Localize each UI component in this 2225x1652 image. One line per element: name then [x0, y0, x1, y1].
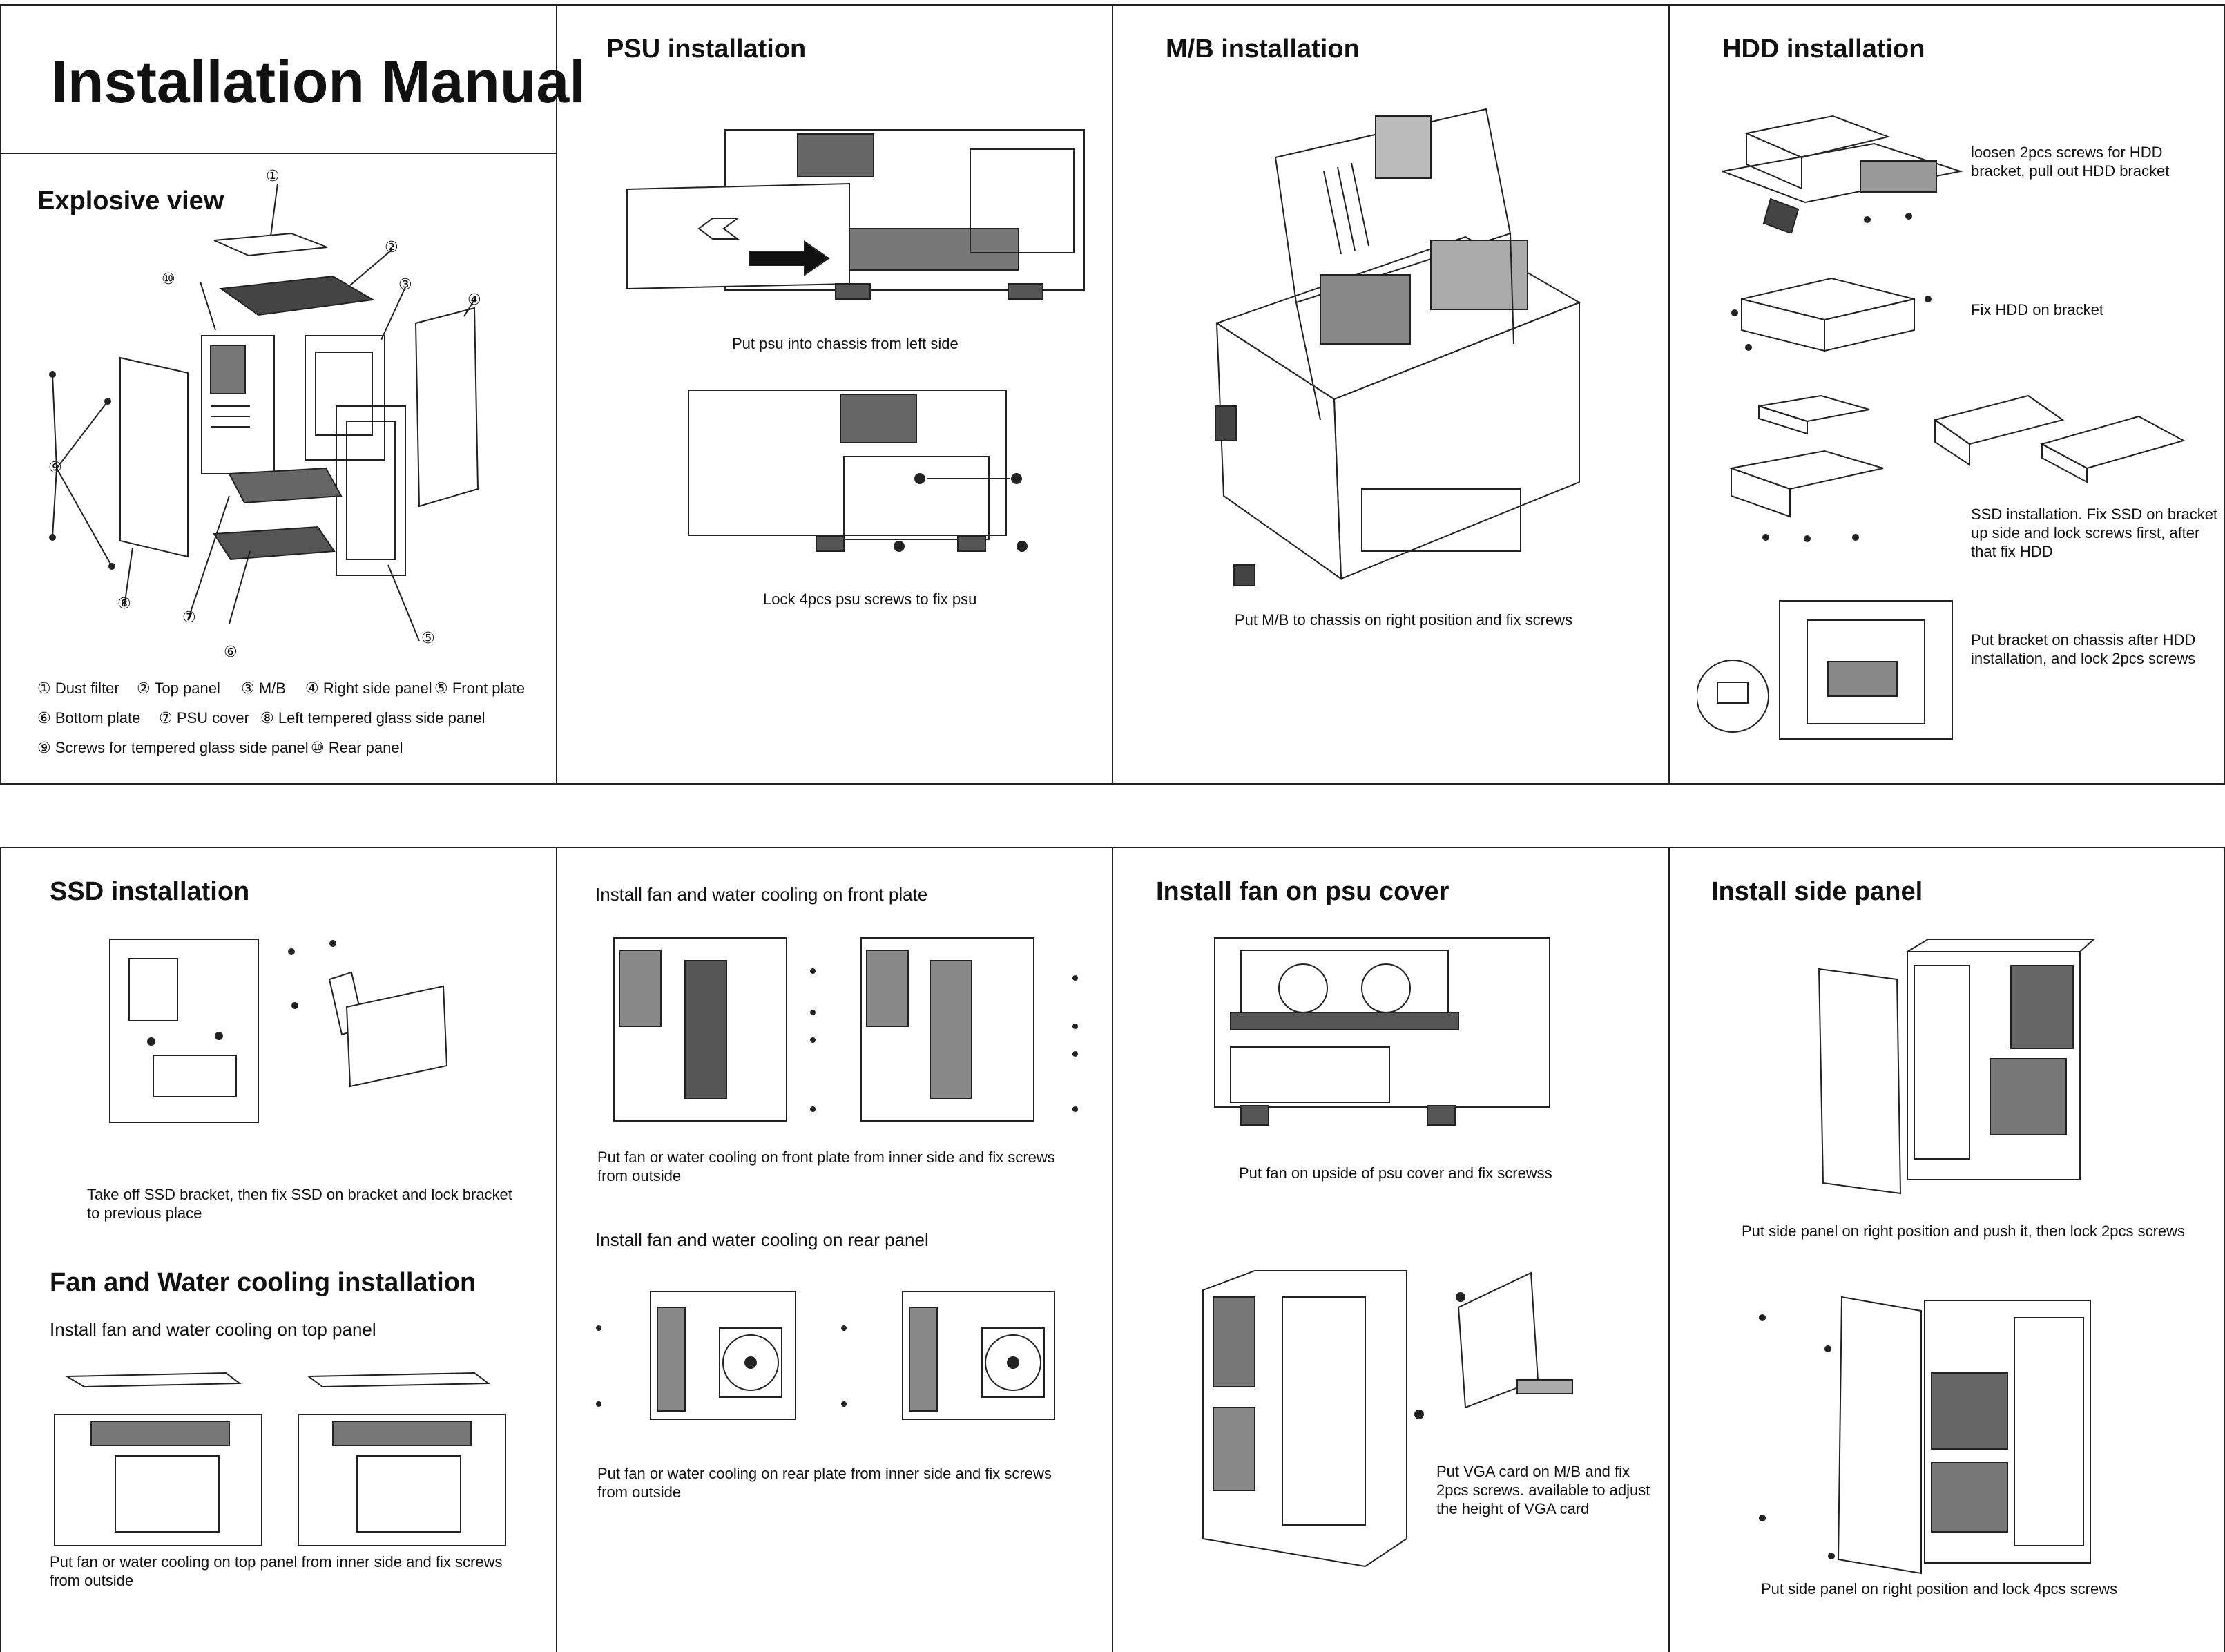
manual-sheet-top: Installation Manual Explosive view — [0, 4, 2225, 785]
column-divider — [556, 848, 557, 1652]
callout-9: ⑨ — [48, 459, 62, 476]
bracket-on-chassis-diagram — [1697, 599, 1959, 745]
vga-install-diagram — [1200, 1269, 1628, 1573]
fan-front-subtitle: Install fan and water cooling on front p… — [595, 884, 928, 905]
legend-dust-filter: ① Dust filter — [37, 680, 119, 697]
ssd-bracket-diagram — [1724, 392, 2222, 544]
legend-top-panel: ② Top panel — [137, 680, 220, 697]
callout-5: ⑤ — [421, 629, 435, 646]
psu-cover-caption: Put fan on upside of psu cover and fix s… — [1239, 1164, 1552, 1182]
side-panel-caption-2: Put side panel on right position and loc… — [1761, 1580, 2118, 1597]
psu-cover-fan-diagram — [1213, 937, 1552, 1130]
callout-4: ④ — [468, 291, 481, 308]
rear-fan-diagram — [595, 1290, 1065, 1428]
fan-top-caption: Put fan or water cooling on top panel fr… — [50, 1553, 503, 1589]
manual-title: Installation Manual — [51, 49, 586, 115]
callout-3: ③ — [398, 276, 412, 293]
mb-install-diagram — [1203, 95, 1586, 593]
callout-10: ⑩ — [162, 270, 175, 287]
fan-rear-caption: Put fan or water cooling on rear plate f… — [597, 1465, 1052, 1501]
legend-glass-screws: ⑨ Screws for tempered glass side panel — [37, 739, 309, 756]
side-panel-title: Install side panel — [1711, 877, 1923, 906]
column-divider — [1668, 6, 1670, 783]
hdd-installation-title: HDD installation — [1722, 35, 1925, 64]
title-divider — [1, 153, 556, 154]
hdd-step2-caption: Fix HDD on bracket — [1971, 301, 2103, 318]
legend-mb: ③ M/B — [241, 680, 286, 697]
side-panel-push-diagram — [1818, 938, 2101, 1200]
mb-installation-title: M/B installation — [1166, 35, 1360, 64]
psu-caption-2: Lock 4pcs psu screws to fix psu — [763, 590, 977, 608]
hdd-step3-caption: SSD installation. Fix SSD on bracket up … — [1971, 506, 2218, 560]
front-fan-diagram — [613, 937, 1082, 1123]
legend-right-side-panel: ④ Right side panel — [305, 680, 432, 697]
column-divider — [1112, 848, 1113, 1652]
psu-screw-diagram — [685, 387, 1044, 560]
side-panel-lock-diagram — [1755, 1290, 2128, 1580]
callout-2: ② — [385, 238, 398, 256]
hdd-fix-diagram — [1728, 271, 1935, 354]
vga-caption: Put VGA card on M/B and fix 2pcs screws.… — [1436, 1463, 1650, 1517]
psu-insert-diagram — [622, 128, 1091, 301]
psu-caption-1: Put psu into chassis from left side — [732, 335, 959, 352]
explosive-view-title: Explosive view — [37, 186, 224, 215]
fan-cooling-title: Fan and Water cooling installation — [50, 1268, 476, 1297]
hdd-bracket-pull-diagram — [1722, 106, 1964, 233]
hdd-step1-caption: loosen 2pcs screws for HDD bracket, pull… — [1971, 144, 2170, 180]
top-fan-diagram — [53, 1366, 509, 1546]
side-panel-caption-1: Put side panel on right position and pus… — [1742, 1222, 2186, 1240]
hdd-step4-caption: Put bracket on chassis after HDD install… — [1971, 631, 2196, 667]
legend-front-plate: ⑤ Front plate — [434, 680, 526, 697]
exploded-view-diagram — [43, 164, 526, 662]
fan-rear-subtitle: Install fan and water cooling on rear pa… — [595, 1229, 929, 1250]
column-divider — [556, 6, 557, 783]
callout-1: ① — [266, 167, 280, 184]
ssd-installation-title: SSD installation — [50, 877, 250, 906]
ssd-install-diagram — [108, 938, 450, 1124]
ssd-caption: Take off SSD bracket, then fix SSD on br… — [87, 1186, 512, 1222]
callout-6: ⑥ — [224, 643, 238, 660]
legend-psu-cover: ⑦ PSU cover — [159, 709, 249, 727]
fan-top-subtitle: Install fan and water cooling on top pan… — [50, 1319, 376, 1340]
legend-rear-panel: ⑩ Rear panel — [311, 739, 403, 756]
callout-7: ⑦ — [182, 608, 196, 626]
psu-cover-fan-title: Install fan on psu cover — [1156, 877, 1449, 906]
column-divider — [1668, 848, 1670, 1652]
legend-bottom-plate: ⑥ Bottom plate — [37, 709, 141, 727]
column-divider — [1112, 6, 1113, 783]
psu-installation-title: PSU installation — [606, 35, 807, 64]
mb-caption: Put M/B to chassis on right position and… — [1235, 611, 1573, 628]
callout-8: ⑧ — [117, 595, 131, 612]
legend-left-glass-panel: ⑧ Left tempered glass side panel — [260, 709, 485, 727]
manual-sheet-bottom: SSD installation Take off SSD bracket, t… — [0, 847, 2225, 1652]
fan-front-caption: Put fan or water cooling on front plate … — [597, 1149, 1055, 1184]
